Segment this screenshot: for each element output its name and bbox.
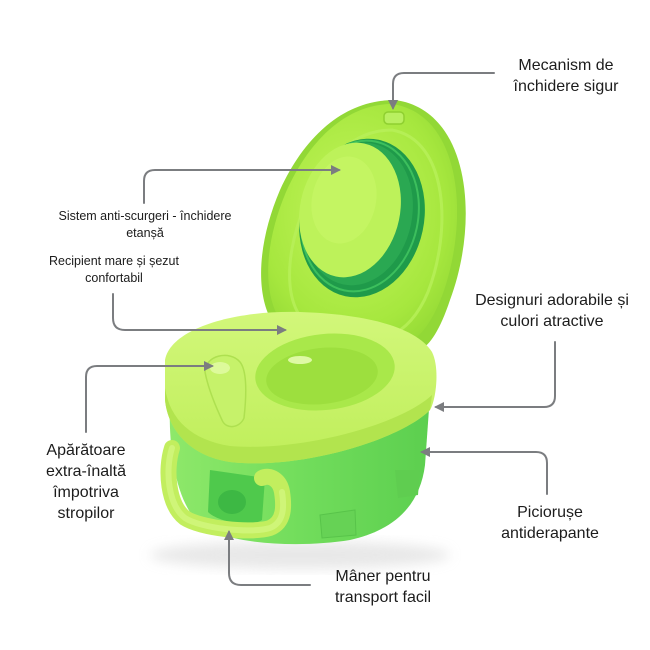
callout-adorable-design: Designuri adorabile și culori atractive	[475, 292, 629, 331]
anti-slip-foot	[395, 470, 420, 498]
ground-shadow	[150, 541, 450, 569]
callout-anti-leak: Sistem anti-scurgeri - închidere etanșă	[58, 209, 232, 240]
callout-anti-slip-feet: Piciorușe antiderapante	[501, 504, 599, 543]
callout-arrow-large-container	[112, 293, 287, 335]
callout-arrow-splash-guard	[85, 361, 214, 433]
callout-arrow-closing-mechanism	[388, 72, 495, 110]
callout-arrow-anti-slip-feet	[420, 447, 548, 495]
callout-arrow-anti-leak	[143, 165, 341, 204]
callout-arrow-adorable-design	[434, 341, 556, 412]
callout-splash-guard: Apărătoare extra-înaltă împotriva stropi…	[45, 442, 127, 523]
callout-arrow-carry-handle	[224, 530, 311, 586]
callout-closing-mechanism: Mecanism de închidere sigur	[513, 57, 619, 96]
carry-handle-shape	[160, 440, 292, 539]
lock-mechanism	[383, 111, 405, 125]
callout-carry-handle: Mâner pentru transport facil	[334, 568, 432, 607]
seat	[165, 311, 437, 464]
callout-large-container: Recipient mare și șezut confortabil	[49, 254, 179, 285]
lid	[261, 100, 466, 350]
